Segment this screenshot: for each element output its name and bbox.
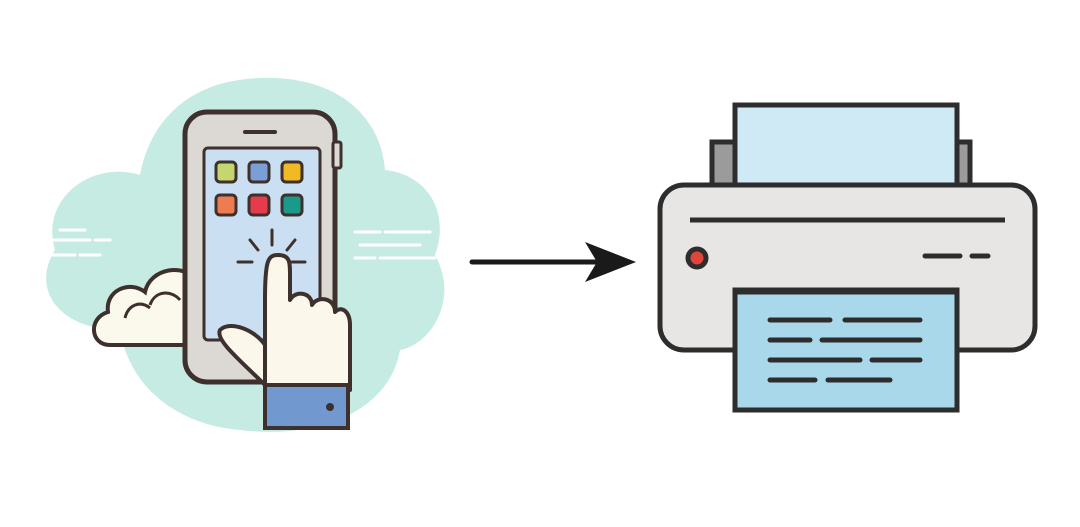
sleeve-cuff: [263, 383, 350, 430]
app-icon: [280, 193, 304, 217]
indicator-light: [685, 246, 709, 270]
app-icon: [214, 160, 238, 184]
paper-output: [732, 289, 960, 413]
speed-lines-right: [353, 230, 437, 260]
printed-text-lines: [767, 317, 923, 383]
app-icons: [214, 160, 304, 217]
app-icon: [247, 160, 271, 184]
hand: [217, 253, 352, 392]
app-icon: [214, 193, 238, 217]
app-icon: [280, 160, 304, 184]
speed-lines-left: [33, 228, 112, 257]
app-icon: [247, 193, 271, 217]
tap-burst: [236, 228, 307, 264]
phone-touch-icon: [33, 77, 445, 432]
printer-icon: [657, 102, 1038, 413]
arrow-right-icon: [469, 242, 636, 282]
